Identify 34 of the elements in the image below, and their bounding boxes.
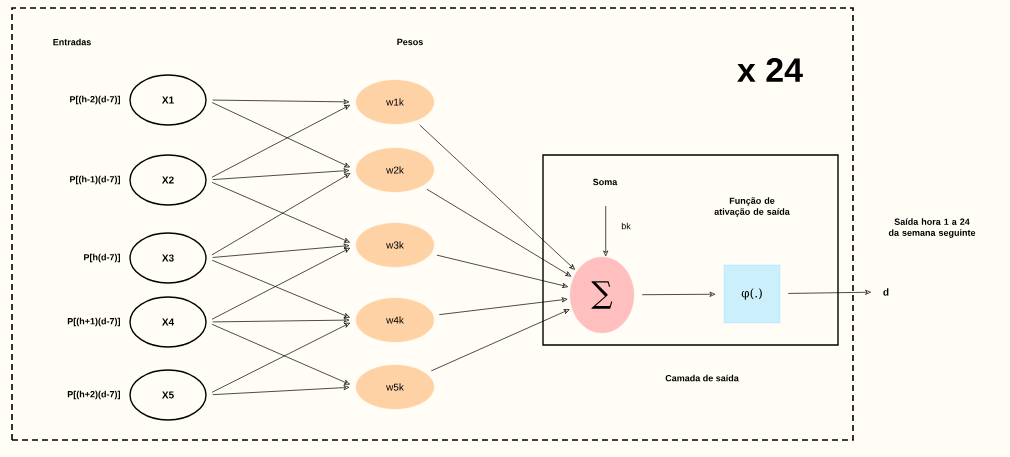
input-label: P[h(d-7)] (84, 253, 120, 263)
column-heading: Pesos (397, 38, 423, 46)
arrow (430, 309, 570, 372)
arrow (211, 259, 350, 318)
node-label: Camada de saída (665, 374, 739, 382)
arrow (211, 102, 350, 168)
arrow (211, 104, 351, 178)
arrow (211, 182, 350, 243)
arrow (212, 317, 350, 323)
arrow (211, 247, 351, 320)
input-label: P[(h-1)(d-7)] (70, 175, 120, 185)
arrow (603, 205, 609, 257)
column-heading: Função de ativação de saída (714, 197, 790, 217)
output-label: d (883, 288, 889, 296)
arrow (212, 243, 350, 258)
activation-box: φ(.) (723, 264, 781, 324)
input-label: P[(h-2)(d-7)] (70, 95, 120, 105)
arrow (212, 168, 350, 180)
arrow (787, 289, 871, 295)
bias-label: bk (621, 222, 631, 230)
input-label: P[(h+2)(d-7)] (67, 390, 120, 400)
arrow (426, 188, 572, 277)
arrow (212, 99, 350, 105)
column-heading: Soma (593, 178, 618, 186)
arrow (212, 385, 350, 396)
input-label: P[(h+1)(d-7)] (67, 317, 120, 327)
arrow (438, 297, 568, 315)
column-heading: Entradas (53, 38, 91, 46)
repeat-label: x 24 (737, 58, 803, 82)
column-heading: Saída hora 1 a 24 da semana seguinte (888, 218, 976, 238)
arrow (641, 291, 716, 297)
arrow (419, 124, 575, 270)
arrow (436, 254, 568, 288)
arrow (211, 173, 351, 256)
